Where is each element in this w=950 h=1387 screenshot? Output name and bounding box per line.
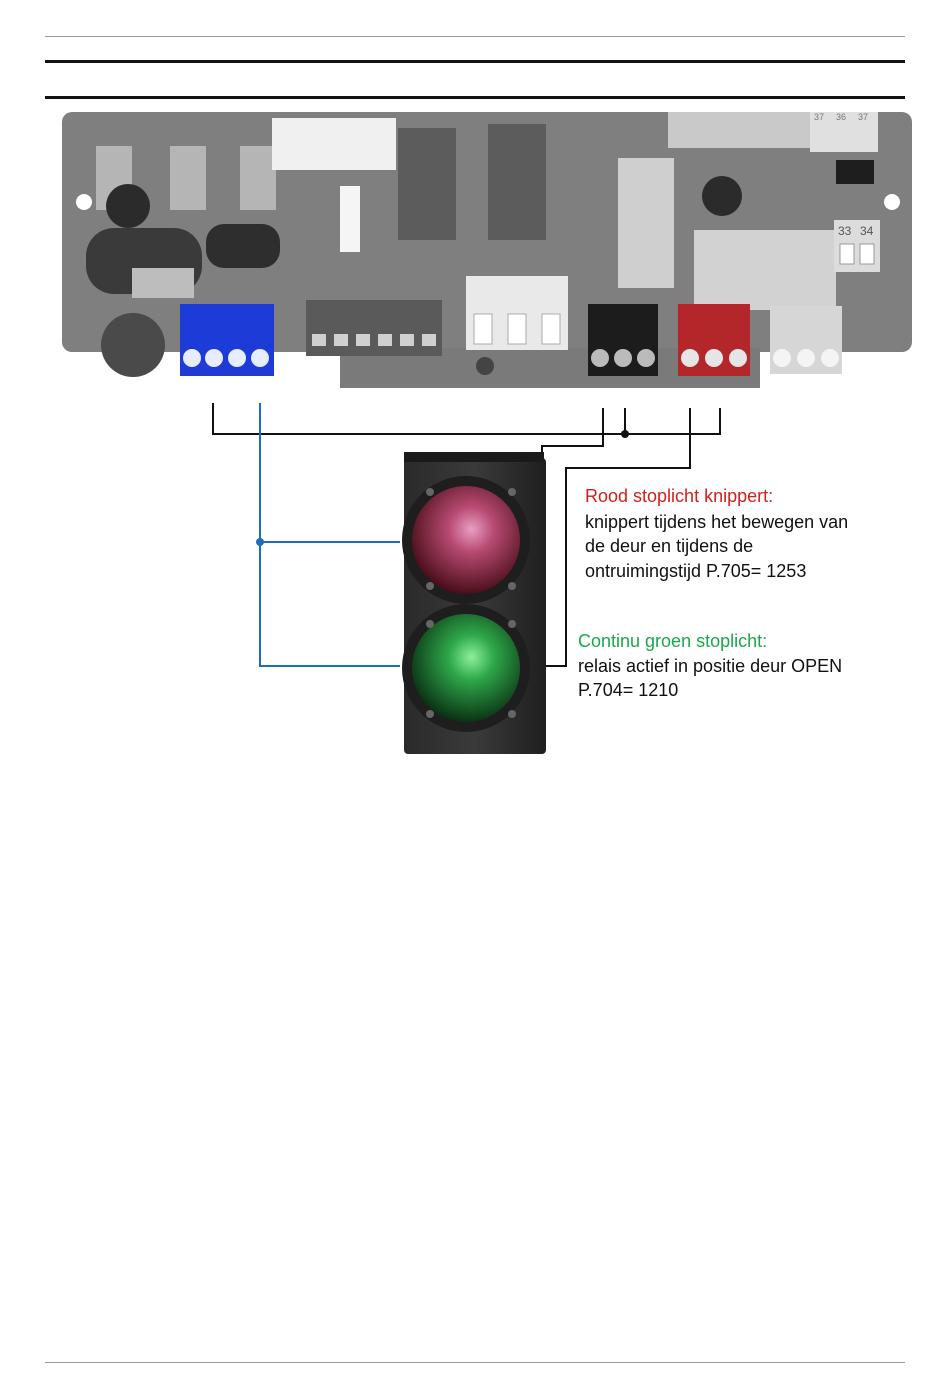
fuse-holder: [240, 146, 276, 210]
capacitor: [206, 224, 280, 268]
traffic-light: [402, 452, 546, 754]
board-mount-hole: [884, 194, 900, 210]
screw-slot: [542, 314, 560, 344]
screw-slot: [840, 244, 854, 264]
component-white: [340, 186, 360, 252]
connector-gray-6way: [306, 300, 442, 356]
terminal-label-33: 33: [838, 224, 852, 238]
screw-slot: [860, 244, 874, 264]
red-light-desc-line: de deur en tijdens de: [585, 534, 753, 559]
jumper: [836, 160, 874, 184]
green-light-desc-line: P.704= 1210: [578, 678, 678, 703]
relay-tall: [618, 158, 674, 288]
fuse-holder: [170, 146, 206, 210]
heatsink: [398, 128, 456, 240]
wiring-diagram: 37 36 37 33 34: [0, 0, 950, 800]
terminal-label: 37: [814, 112, 824, 122]
component-top-right: [668, 112, 812, 148]
red-light-desc-line: ontruimingstijd P.705= 1253: [585, 559, 806, 584]
junction-dot-blue: [256, 538, 264, 546]
blue-wiring: [260, 403, 400, 666]
red-lamp: [412, 486, 520, 594]
green-light-desc-line: relais actief in positie deur OPEN: [578, 654, 842, 679]
inductor: [106, 184, 150, 228]
terminal-black: [588, 304, 658, 376]
terminal-label: 37: [858, 112, 868, 122]
terminal-light-gray: [770, 306, 842, 374]
screw-slot: [474, 314, 492, 344]
control-board: 37 36 37 33 34: [62, 112, 912, 388]
red-light-title: Rood stoplicht knippert:: [585, 484, 773, 509]
green-lamp: [412, 614, 520, 722]
component-gray: [132, 268, 194, 298]
screw-slot: [508, 314, 526, 344]
relay-white: [272, 118, 396, 170]
junction-dot: [621, 430, 629, 438]
relay-right: [694, 230, 836, 310]
red-light-desc-line: knippert tijdens het bewegen van: [585, 510, 848, 535]
terminal-label: 36: [836, 112, 846, 122]
terminal-label-34: 34: [860, 224, 874, 238]
green-light-title: Continu groen stoplicht:: [578, 629, 767, 654]
capacitor-round: [101, 313, 165, 377]
mount-screw: [476, 357, 494, 375]
terminal-blue: [180, 304, 274, 376]
footer-rule: [45, 1362, 905, 1363]
inductor: [702, 176, 742, 216]
heatsink: [488, 124, 546, 240]
board-mount-hole: [76, 194, 92, 210]
terminal-red: [678, 304, 750, 376]
